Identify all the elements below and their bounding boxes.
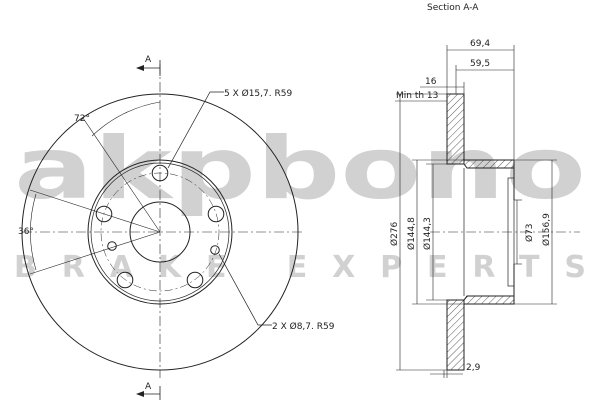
front-view — [21, 60, 305, 400]
hat-section-upper — [463, 159, 515, 169]
small-hole — [210, 245, 220, 255]
leader-bolt-holes — [167, 91, 224, 169]
section-arrow-label-top: A — [145, 55, 152, 65]
dim-hat-wall: 2,9 — [466, 363, 481, 373]
dim-center-bore: Ø73 — [524, 223, 535, 242]
section-dimensions — [395, 45, 557, 378]
dim-hat-diameter: Ø156,9 — [541, 213, 552, 246]
angle-line — [29, 189, 161, 233]
disc-outer-circle — [21, 93, 299, 371]
front-view-arrowheads — [136, 65, 144, 397]
dim-hat-height: 59,5 — [470, 59, 490, 69]
section-arrow-bottom — [136, 391, 144, 397]
bolt-hole — [151, 164, 169, 182]
section-arrow-top — [136, 65, 144, 71]
bolt-hole — [207, 205, 225, 223]
dim-diameter-1443: Ø144,3 — [422, 217, 433, 250]
dim-diameter-1448: Ø144,8 — [406, 217, 417, 250]
leader-small-holes — [218, 253, 272, 326]
section-view — [430, 93, 580, 371]
angle-arc-36 — [30, 193, 37, 271]
angle-line — [82, 117, 161, 233]
bolt-hole — [116, 271, 134, 289]
bolt-holes-label: 5 X Ø15,7. R59 — [224, 88, 292, 99]
dim-outer-diameter: Ø276 — [389, 221, 400, 246]
small-hole — [107, 241, 117, 251]
center-bore-circle — [129, 201, 191, 263]
disc-face-section-lower — [446, 299, 465, 371]
section-title: Section A-A — [427, 3, 479, 13]
angle-arc-72 — [91, 101, 161, 137]
dim-min-thickness: Min th 13 — [396, 91, 438, 101]
section-arrow-label-bottom: A — [145, 382, 152, 392]
small-holes-label: 2 X Ø8,7. R59 — [272, 321, 335, 332]
angle-36-label: 36° — [18, 227, 34, 237]
bolt-hole — [186, 271, 204, 289]
watermark-brand: akpbono — [14, 119, 586, 219]
watermark: akpbono BRAKE EXPERTS — [14, 119, 586, 285]
disc-face-section-upper — [446, 93, 465, 165]
hat-section-lower — [463, 295, 515, 305]
dim-total-height: 69,4 — [470, 39, 490, 49]
watermark-tagline: BRAKE EXPERTS — [14, 250, 586, 285]
dim-thickness: 16 — [425, 77, 437, 87]
hat-outer-circle — [87, 159, 233, 305]
angle-72-label: 72° — [74, 114, 90, 124]
bolt-hole — [95, 205, 113, 223]
hat-inner-circle — [90, 162, 230, 302]
angle-line — [29, 231, 161, 275]
bolt-pitch-circle — [100, 172, 220, 292]
